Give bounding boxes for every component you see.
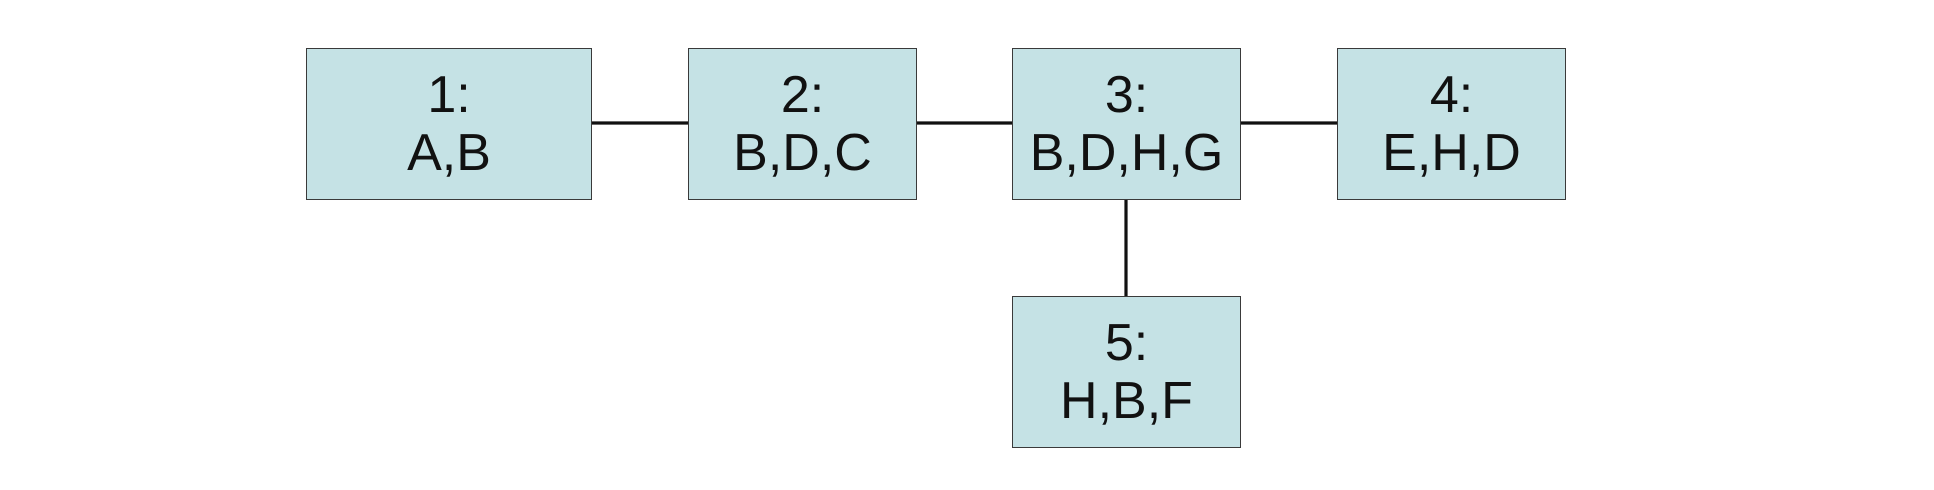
clique-label-1: 1: <box>427 65 471 124</box>
clique-vars-4: E,H,D <box>1382 124 1521 182</box>
clique-node-2: 2: B,D,C <box>688 48 917 200</box>
clique-label-4: 4: <box>1429 65 1474 124</box>
clique-node-1: 1: A,B <box>306 48 592 200</box>
clique-label-2: 2: <box>780 65 825 124</box>
clique-node-3: 3: B,D,H,G <box>1012 48 1241 200</box>
clique-vars-3: B,D,H,G <box>1029 124 1224 182</box>
clique-label-3: 3: <box>1104 65 1149 124</box>
clique-label-5: 5: <box>1104 313 1149 372</box>
clique-vars-2: B,D,C <box>733 124 872 182</box>
clique-vars-5: H,B,F <box>1060 372 1193 430</box>
clique-node-4: 4: E,H,D <box>1337 48 1566 200</box>
clique-node-5: 5: H,B,F <box>1012 296 1241 448</box>
clique-vars-1: A,B <box>407 124 491 182</box>
